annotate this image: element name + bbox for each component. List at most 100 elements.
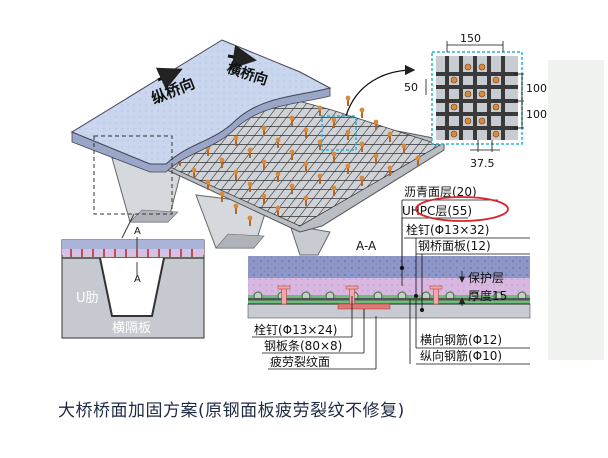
label-long-rebar: 纵向钢筋(Φ10) [420, 348, 502, 363]
stud-head [331, 151, 337, 157]
small-u-rib [99, 257, 165, 317]
stud-head [261, 193, 267, 199]
stud-head [247, 215, 253, 221]
stud-head [289, 149, 295, 155]
grid-stud [450, 130, 458, 138]
small-stud [191, 249, 193, 257]
small-stud [125, 249, 127, 257]
grid-stud [464, 117, 472, 125]
stud-head [233, 135, 239, 141]
grid-studs [450, 63, 500, 138]
section-stud [281, 287, 287, 305]
grid-rebar-v [501, 56, 505, 140]
steel-strip [337, 303, 391, 310]
grid-stud [478, 90, 486, 98]
grid-rebar-v [445, 56, 449, 140]
stud-head [303, 127, 309, 133]
grid-rebar-h [436, 112, 518, 116]
small-stud [70, 249, 72, 257]
section-stud-head [429, 285, 443, 290]
grid-stud [478, 117, 486, 125]
grid-stud [464, 90, 472, 98]
label-steel-plate: 钢桥面板(12) [418, 239, 491, 253]
label-stud-bottom: 栓钉(Φ13×24) [254, 322, 337, 337]
grid-rebar-v [473, 56, 477, 140]
grid-rebar-v [487, 56, 491, 140]
stud-head [205, 179, 211, 185]
label-u-rib: U肋 [76, 291, 99, 306]
uhpc-highlight-ellipse [415, 196, 509, 222]
stud-head [359, 175, 365, 181]
stud-head [191, 167, 197, 173]
stud-head [317, 105, 323, 111]
dim-150: 150 [460, 32, 481, 45]
grid-stud [450, 76, 458, 84]
figure-caption: 大桥桥面加固方案(原钢面板疲劳裂纹不修复) [58, 401, 405, 421]
label-steel-strip: 钢板条(80×8) [264, 339, 342, 353]
grid-rebar-h [436, 85, 518, 89]
longitudinal-arrow [155, 67, 183, 90]
grid-stud [492, 103, 500, 111]
stud-head [373, 119, 379, 125]
stud-head [373, 153, 379, 159]
stud-head [233, 169, 239, 175]
stud-head [289, 115, 295, 121]
stud-head [345, 95, 351, 101]
transverse-arrow [227, 44, 257, 69]
grid-stud [464, 63, 472, 71]
grid-rebar-v [459, 56, 463, 140]
grid-stud [478, 63, 486, 71]
stud-head [345, 163, 351, 169]
grid-rebar-h [436, 72, 518, 76]
dim-50: 50 [404, 81, 418, 94]
label-trans-rebar: 横向钢筋(Φ12) [420, 332, 502, 347]
stud-head [387, 165, 393, 171]
label-asphalt: 沥青面层(20) [404, 185, 477, 199]
stud-head [303, 161, 309, 167]
stud-head [289, 183, 295, 189]
stud-head [261, 159, 267, 165]
stud-head [415, 155, 421, 161]
label-stud-top: 栓钉(Φ13×32) [406, 222, 489, 237]
stud-head [275, 205, 281, 211]
label-fatigue: 疲劳裂纹面 [270, 354, 330, 369]
shear-studs [177, 95, 421, 226]
section-stud-head [277, 285, 291, 290]
cut-a-bottom: A [134, 274, 141, 285]
label-protect-2: 厚度15 [468, 288, 507, 303]
grid-stud [450, 103, 458, 111]
bridge-3d-view: 纵桥向 横桥向 [70, 39, 445, 256]
stud-head [261, 125, 267, 131]
section-marker-leader [121, 213, 135, 239]
mesh-detail-marker [321, 115, 357, 151]
small-cross-section: A A U肋 横隔板 [61, 226, 205, 339]
grid-rebar-h [436, 126, 518, 130]
grid-rebars [436, 56, 518, 140]
grid-rebar-h [436, 99, 518, 103]
small-stud [169, 249, 171, 257]
section-a-a-title: A-A [356, 239, 377, 253]
dim-100-upper: 100 [526, 82, 547, 95]
stud-head [219, 191, 225, 197]
stud-head [219, 157, 225, 163]
small-stud [136, 249, 138, 257]
dim-37-5: 37.5 [470, 157, 495, 170]
label-protect-1: 保护层 [468, 271, 504, 285]
section-marker-box [93, 135, 173, 215]
stud-head [317, 173, 323, 179]
small-stud [180, 249, 182, 257]
label-diaphragm: 横隔板 [112, 321, 151, 336]
stud-head [387, 131, 393, 137]
grid-stud [492, 130, 500, 138]
rebar-grid-detail: 150 50 100 100 37.5 [404, 32, 547, 170]
small-stud [158, 249, 160, 257]
stud-head [247, 147, 253, 153]
dim-100-lower: 100 [526, 108, 547, 121]
section-a-a: A-A 沥青面层(20) UHPC层(55) 栓钉(Φ13×32) 钢桥面板(1… [247, 185, 531, 370]
stud-head [331, 117, 337, 123]
stud-head [401, 143, 407, 149]
small-stud [103, 249, 105, 257]
stud-head [359, 141, 365, 147]
stud-head [359, 107, 365, 113]
